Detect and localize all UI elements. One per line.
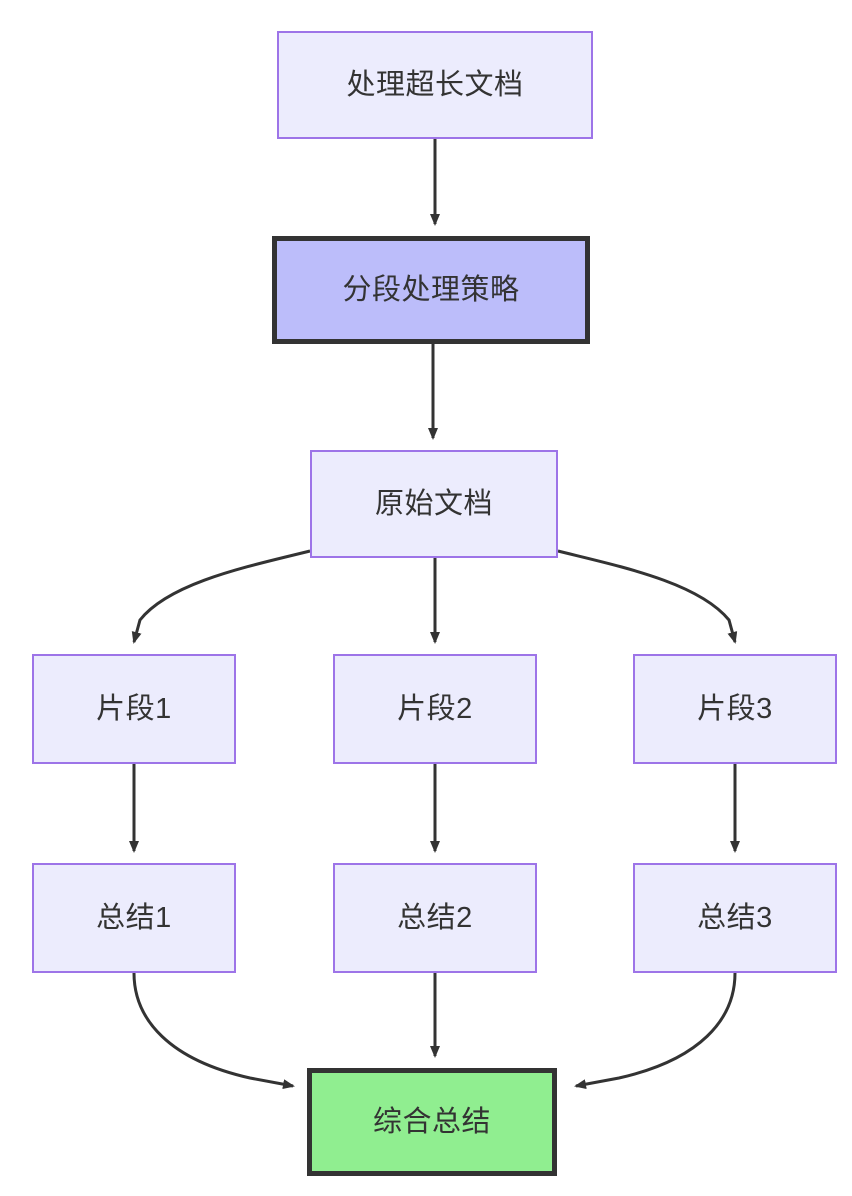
node-chunking-strategy[interactable]: 分段处理策略 [272,236,590,344]
node-label: 片段2 [397,692,473,725]
node-summary-3[interactable]: 总结3 [633,863,837,973]
node-summary-1[interactable]: 总结1 [32,863,236,973]
node-chunk-1[interactable]: 片段1 [32,654,236,764]
node-chunk-3[interactable]: 片段3 [633,654,837,764]
node-final-summary[interactable]: 综合总结 [307,1068,557,1176]
node-summary-2[interactable]: 总结2 [333,863,537,973]
node-label: 处理超长文档 [346,68,524,101]
edge-summary3-to-final [574,972,737,1090]
node-label: 总结3 [697,901,773,934]
node-label: 片段3 [697,692,773,725]
edge-source-to-chunk3 [557,549,738,644]
node-label: 原始文档 [374,487,493,520]
node-process-long-document[interactable]: 处理超长文档 [277,31,593,139]
node-label: 总结2 [397,901,473,934]
node-label: 分段处理策略 [342,273,520,306]
edge-source-to-chunk1 [131,549,311,644]
node-label: 总结1 [96,901,172,934]
node-chunk-2[interactable]: 片段2 [333,654,537,764]
edge-summary1-to-final [132,972,295,1090]
node-label: 片段1 [96,692,172,725]
node-source-document[interactable]: 原始文档 [310,450,558,558]
node-label: 综合总结 [372,1105,491,1138]
